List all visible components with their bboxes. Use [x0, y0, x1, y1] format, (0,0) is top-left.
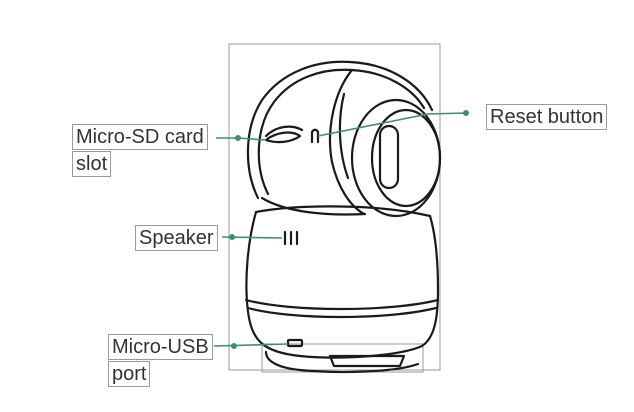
- head-outline: [246, 60, 434, 200]
- lens-housing: [350, 98, 442, 218]
- head-seam: [328, 68, 366, 216]
- reset-pinhole: [310, 128, 320, 144]
- reset-button-label: Reset button: [486, 104, 608, 130]
- head-bottom: [260, 196, 367, 216]
- body-top: [254, 205, 432, 218]
- lens-ring: [370, 108, 442, 208]
- reset-leader-1: [317, 113, 429, 137]
- reset-leader-2: [427, 112, 467, 115]
- sd-slot-top: [264, 125, 304, 138]
- base-foot: [264, 350, 420, 374]
- head-seam-inner: [338, 92, 350, 180]
- reset-leader-dot: [462, 110, 469, 117]
- speaker-leader-dot: [229, 234, 236, 241]
- speaker-label: Speaker: [135, 225, 218, 251]
- usb-leader-dot: [231, 342, 238, 349]
- usb-port: [286, 338, 304, 348]
- micro-usb-label-line1: Micro-USB: [108, 334, 213, 360]
- body-seam-lower: [246, 306, 438, 319]
- head-rim: [257, 68, 426, 196]
- micro-sd-label-line1: Micro-SD card: [72, 124, 208, 150]
- sd-leader-2: [237, 137, 267, 141]
- usb-leader: [213, 343, 289, 347]
- micro-sd-label-line2: slot: [72, 151, 112, 177]
- lens-side-band: [378, 124, 400, 190]
- device-frame: [228, 43, 441, 371]
- sd-leader-dot: [235, 135, 242, 142]
- micro-usb-label-line2: port: [108, 361, 151, 387]
- base-pad: [328, 354, 406, 368]
- sd-slot: [264, 131, 302, 144]
- body-outline: [245, 210, 440, 359]
- speaker-grille: [283, 230, 299, 246]
- body-seam: [244, 298, 440, 311]
